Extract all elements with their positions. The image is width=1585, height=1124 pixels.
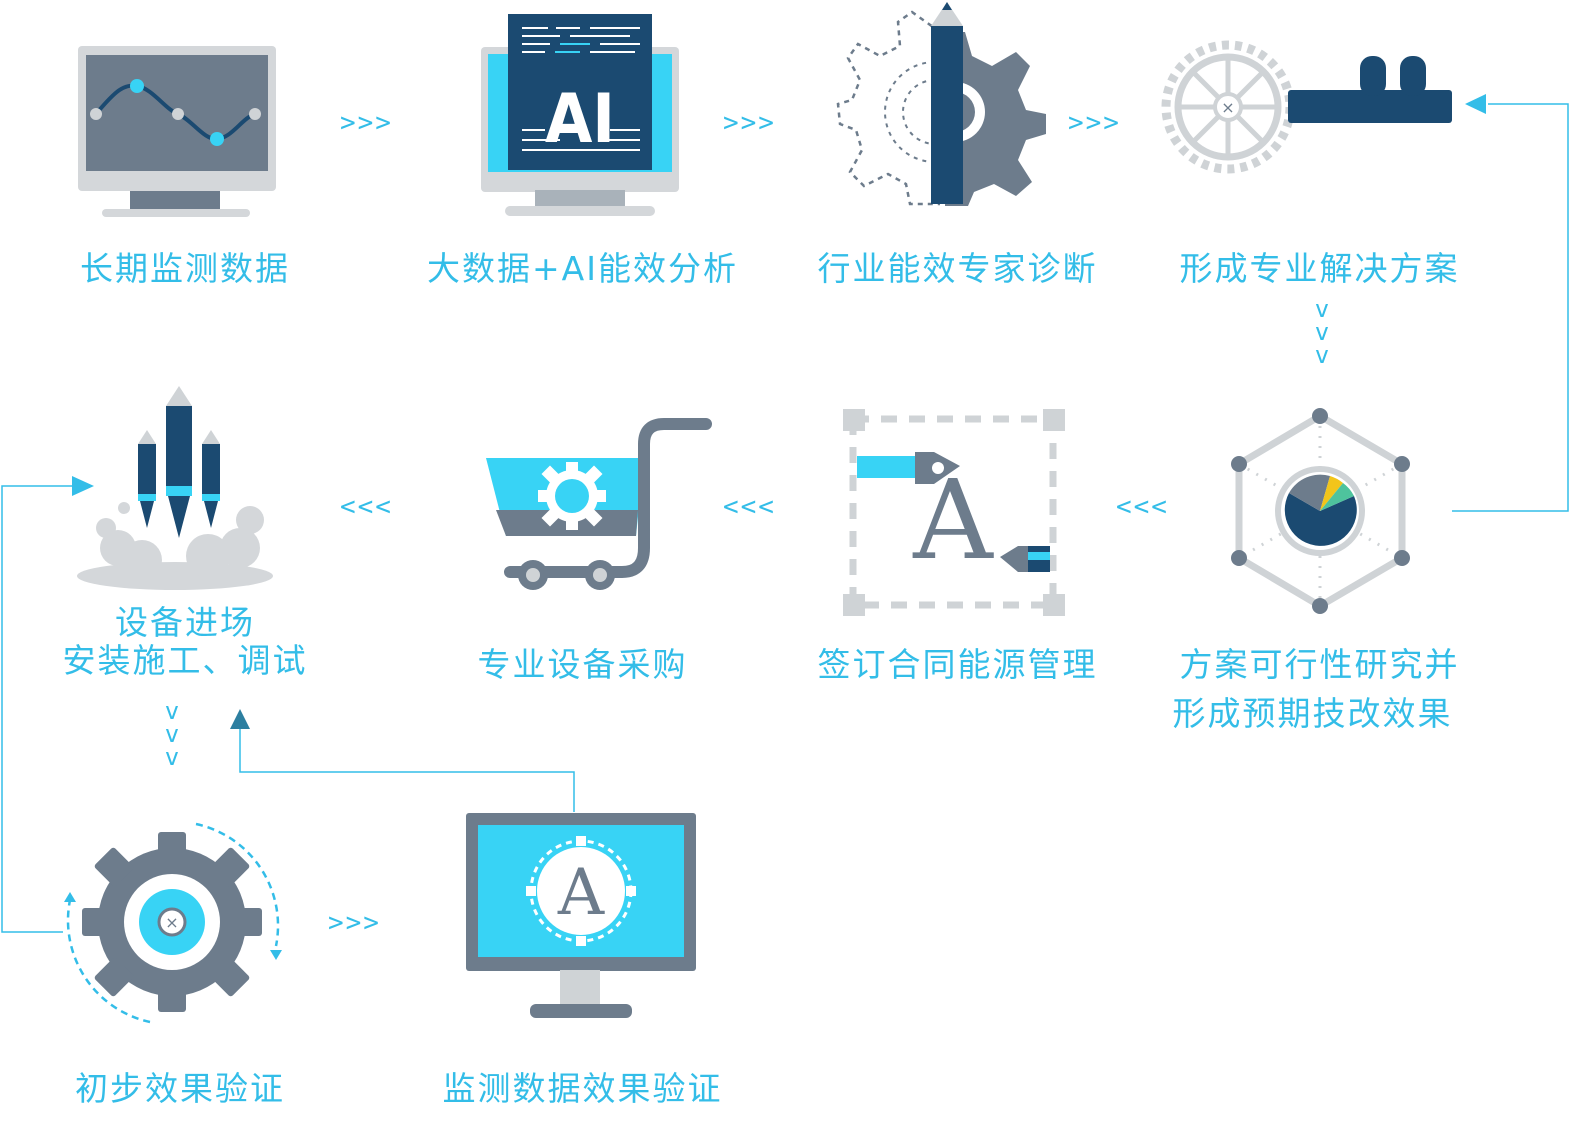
step-label-4: 形成专业解决方案 — [1179, 249, 1460, 288]
letter-monitor-icon: A — [466, 813, 696, 1018]
step-label-6: 签订合同能源管理 — [817, 645, 1098, 684]
step-label-1: 长期监测数据 — [80, 249, 290, 288]
shopping-cart-icon — [486, 418, 712, 590]
arrow-right-3-4: >>> — [1068, 108, 1121, 138]
pen-letter-icon: A — [843, 409, 1065, 616]
arrow-right-2-3: >>> — [723, 108, 776, 138]
step-label-10: 监测数据效果验证 — [442, 1069, 723, 1108]
hexagon-pie-icon — [1231, 408, 1410, 614]
step-label-2: 大数据+AI能效分析 — [427, 249, 738, 288]
step-label-5a: 方案可行性研究并 — [1179, 645, 1460, 684]
connector-left-loop — [1, 476, 94, 933]
rotating-gear-icon: × — [64, 822, 282, 1024]
step-label-8b: 安装施工、调试 — [62, 641, 308, 680]
ai-monitor-icon: AI — [481, 14, 679, 216]
arrow-down-4-5-chevron: v — [1314, 295, 1330, 323]
arrow-right-1-2: >>> — [340, 108, 393, 138]
svg-text:AI: AI — [545, 80, 615, 159]
gear-key-icon: × — [1161, 40, 1452, 174]
arrow-left-5-6: <<< — [1116, 492, 1169, 522]
connector-bottom-up — [230, 709, 575, 812]
svg-text:×: × — [1221, 98, 1234, 117]
step-label-9: 初步效果验证 — [75, 1069, 285, 1108]
arrow-down-4-5-chevron: v — [1314, 318, 1330, 346]
step-label-7: 专业设备采购 — [477, 645, 688, 684]
arrow-down-8-9-chevron: v — [164, 720, 180, 748]
arrow-left-7-8: <<< — [340, 492, 393, 522]
gear-pencil-icon — [836, 2, 1046, 206]
rocket-launch-icon — [77, 386, 273, 590]
arrow-down-4-5: v v v — [1307, 295, 1337, 369]
arrow-down-8-9-chevron: v — [164, 697, 180, 725]
step-label-8a: 设备进场 — [115, 603, 255, 642]
step-label-3: 行业能效专家诊断 — [817, 249, 1098, 288]
connector-right-loop — [1452, 94, 1569, 512]
svg-text:A: A — [557, 856, 605, 930]
monitor-chart-icon — [78, 46, 276, 217]
svg-text:×: × — [165, 913, 178, 932]
arrow-left-6-7: <<< — [723, 492, 776, 522]
arrow-right-9-10: >>> — [328, 908, 381, 938]
arrow-down-8-9: v v v — [157, 697, 187, 771]
step-label-5b: 形成预期技改效果 — [1172, 694, 1453, 733]
arrow-down-8-9-chevron: v — [164, 743, 180, 771]
arrow-down-4-5-chevron: v — [1314, 341, 1330, 369]
